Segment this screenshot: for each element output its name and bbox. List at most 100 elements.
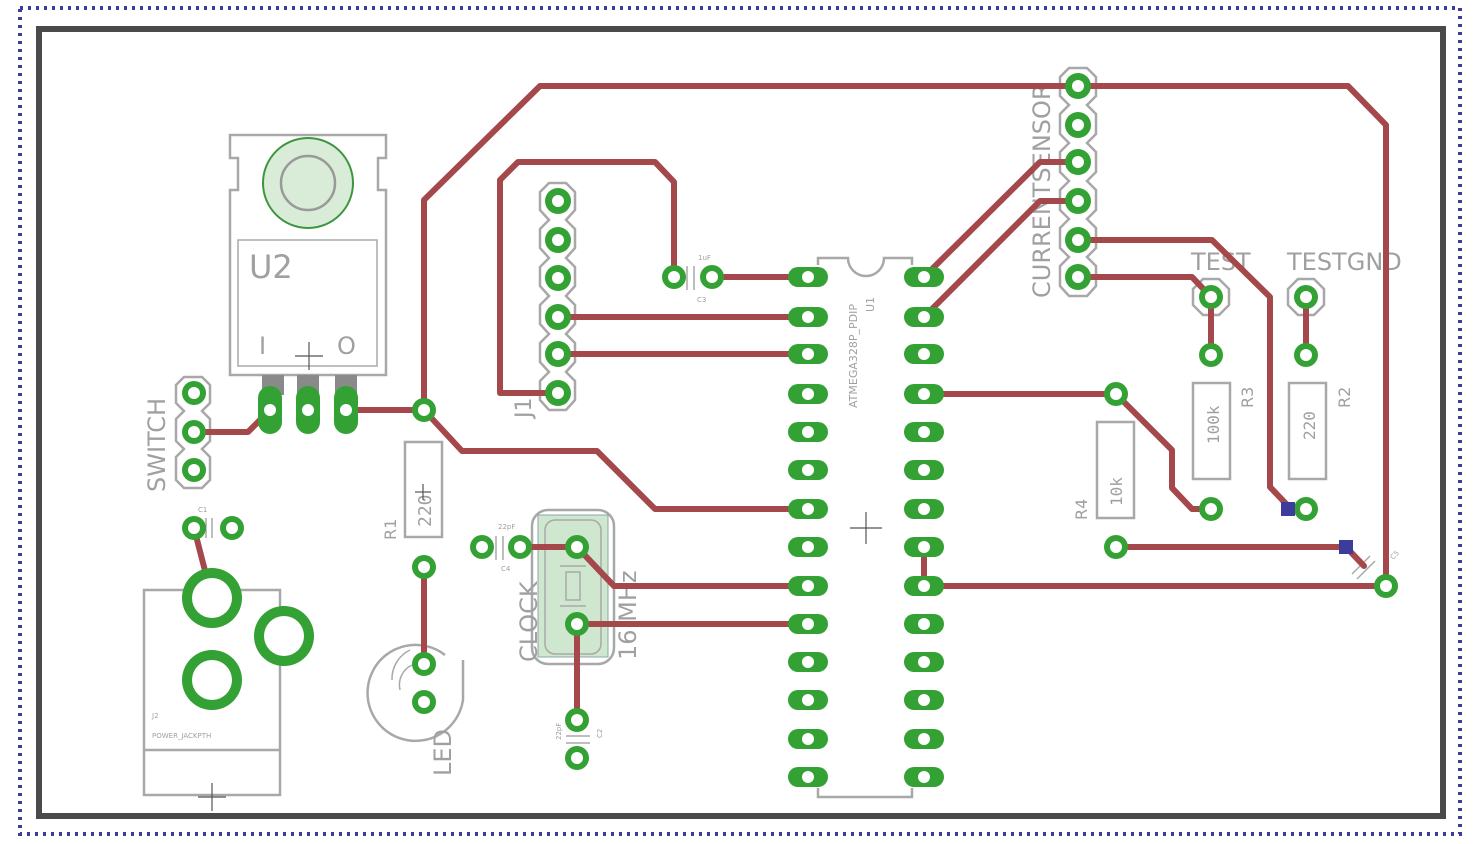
pad-hole xyxy=(918,580,930,592)
pad-hole xyxy=(802,733,814,745)
pad-hole xyxy=(802,503,814,515)
r1-resistor: 220 R1 xyxy=(381,440,444,540)
power-jack-name: J2 xyxy=(151,712,159,720)
pad-hole xyxy=(802,694,814,706)
led-silk: LED xyxy=(366,643,465,776)
pad-hole xyxy=(552,387,564,399)
pad-hole xyxy=(552,348,564,360)
pad-hole xyxy=(802,271,814,283)
pad-hole xyxy=(418,658,430,670)
current-sensor-label: CURRENTSENSOR xyxy=(1028,83,1056,298)
pad-hole xyxy=(918,426,930,438)
c4-value: 22pF xyxy=(498,523,515,531)
r2-resistor: 220 R2 xyxy=(1287,381,1354,481)
u1-label: U1 xyxy=(864,297,877,312)
pad-hole xyxy=(552,195,564,207)
u2-label: U2 xyxy=(249,248,293,286)
pad-hole xyxy=(1300,291,1312,303)
r1-value: 220 xyxy=(415,494,436,527)
pad-hole xyxy=(918,541,930,553)
c3-value: 1uF xyxy=(698,254,711,262)
pad-hole xyxy=(552,234,564,246)
c2-label: C2 xyxy=(596,729,604,738)
u1-value: ATMEGA328P_PDIP xyxy=(847,304,860,408)
pad-hole xyxy=(918,311,930,323)
pad-hole xyxy=(802,464,814,476)
pad-hole xyxy=(802,348,814,360)
power-jack-value: POWER_JACKPTH xyxy=(152,732,211,740)
pad-hole xyxy=(188,464,200,476)
c4-label: C4 xyxy=(501,565,511,573)
pad-hole xyxy=(192,660,232,700)
j1-label: J1 xyxy=(512,398,537,421)
pad-hole xyxy=(571,752,583,764)
via-markers xyxy=(1281,502,1353,554)
switch-label: SWITCH xyxy=(143,398,171,492)
pad-hole xyxy=(918,733,930,745)
pad-hole xyxy=(514,541,526,553)
pad-hole xyxy=(1072,80,1084,92)
pad-hole xyxy=(802,580,814,592)
pad-hole xyxy=(1072,195,1084,207)
r3-value: 100k xyxy=(1204,405,1223,444)
c1-label: C1 xyxy=(198,506,207,514)
current-sensor-header: CURRENTSENSOR xyxy=(1028,66,1098,298)
pad-hole xyxy=(1380,580,1392,592)
pad-hole xyxy=(918,464,930,476)
pad-hole xyxy=(1205,291,1217,303)
pad-hole xyxy=(571,541,583,553)
pad-hole xyxy=(418,696,430,708)
r1-label: R1 xyxy=(381,519,400,540)
pad-hole xyxy=(552,311,564,323)
pad-hole xyxy=(1205,349,1217,361)
pad-hole xyxy=(188,522,200,534)
c4-capacitor: 22pF C4 xyxy=(495,523,515,573)
testgnd-point: TESTGND xyxy=(1286,248,1402,317)
pads xyxy=(182,73,1398,787)
pad-hole xyxy=(1205,503,1217,515)
pad-hole xyxy=(802,656,814,668)
clock-label: CLOCK xyxy=(515,580,543,662)
pad-hole xyxy=(918,771,930,783)
u2-regulator: U2 I O xyxy=(228,133,388,395)
pad-hole xyxy=(668,271,680,283)
pad-hole xyxy=(1072,271,1084,283)
pad-hole xyxy=(188,387,200,399)
pad-hole xyxy=(571,618,583,630)
c3-label: C3 xyxy=(697,296,706,304)
pad-hole xyxy=(706,271,718,283)
c2-capacitor: 22pF C2 xyxy=(555,723,604,744)
pad-hole xyxy=(918,348,930,360)
pad-hole xyxy=(802,541,814,553)
pad-hole xyxy=(264,616,304,656)
pad-hole xyxy=(918,388,930,400)
r3-resistor: 100k R3 xyxy=(1191,381,1257,481)
pad-hole xyxy=(192,578,232,618)
pad-hole xyxy=(340,404,352,416)
pad-hole xyxy=(802,311,814,323)
pad-hole xyxy=(226,522,238,534)
r2-label: R2 xyxy=(1335,387,1354,408)
pad-hole xyxy=(418,561,430,573)
switch-header: SWITCH xyxy=(143,375,212,492)
board-outline xyxy=(36,26,1446,819)
u1-atmega: ATMEGA328P_PDIP U1 xyxy=(816,256,914,799)
u2-pin-out-label: O xyxy=(337,332,356,360)
r4-value: 10k xyxy=(1107,477,1126,506)
pad-hole xyxy=(1110,388,1122,400)
c5-label: C5 xyxy=(1389,549,1401,561)
pad-hole xyxy=(476,541,488,553)
pad-hole xyxy=(918,694,930,706)
r4-resistor: 10k R4 xyxy=(1072,420,1136,520)
led-label: LED xyxy=(429,729,457,776)
pad-hole xyxy=(918,618,930,630)
pad-hole xyxy=(1300,349,1312,361)
pad-hole xyxy=(802,771,814,783)
pad-hole xyxy=(1072,156,1084,168)
pad-hole xyxy=(1110,541,1122,553)
pad-hole xyxy=(918,271,930,283)
j1-header: J1 xyxy=(512,181,577,421)
pad-hole xyxy=(802,618,814,630)
testgnd-label: TESTGND xyxy=(1286,248,1402,276)
